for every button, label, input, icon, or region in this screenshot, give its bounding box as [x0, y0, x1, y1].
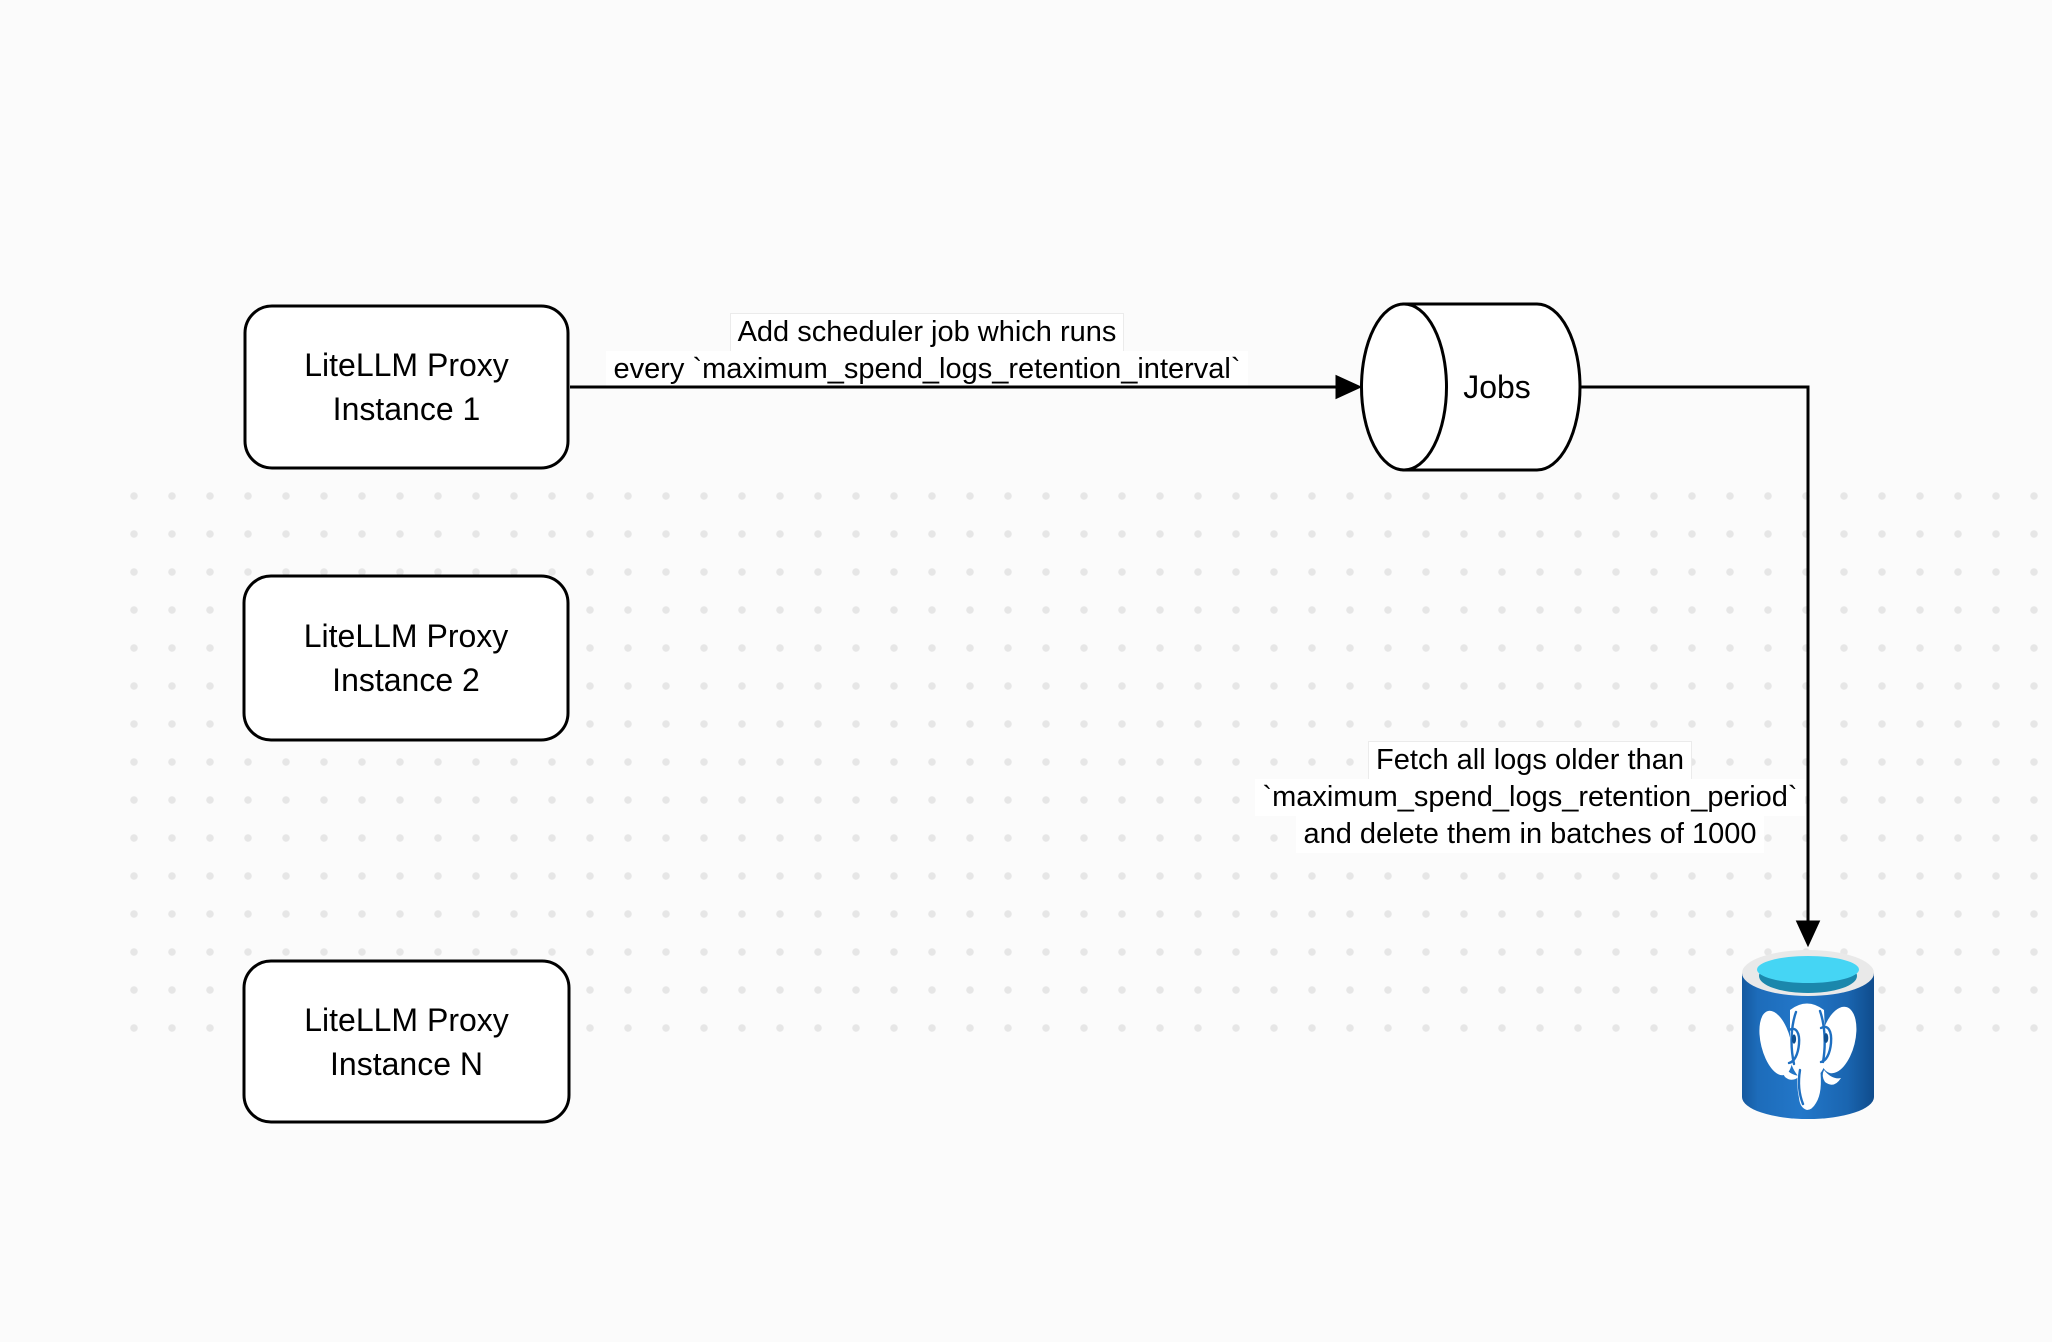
elephant-left-ear	[1759, 1010, 1793, 1076]
node-proxy-instance-1[interactable]	[243, 304, 570, 470]
edge-label-add-scheduler-job: Add scheduler job which runs every `maxi…	[477, 314, 1377, 388]
jobs-cylinder-cap	[1360, 302, 1448, 472]
node-label-line: Instance 2	[332, 662, 480, 698]
arrowhead-down-icon	[1795, 920, 1821, 948]
edge-label-line: `maximum_spend_logs_retention_period`	[1255, 779, 1805, 816]
connector-jobs-to-postgres[interactable]	[1580, 385, 1810, 921]
node-proxy-instance-n[interactable]	[242, 959, 571, 1124]
postgres-opening-surface	[1757, 956, 1859, 983]
edge-label-line: every `maximum_spend_logs_retention_inte…	[606, 351, 1248, 388]
edge-label-line: Add scheduler job which runs	[730, 314, 1124, 351]
node-label-line: LiteLLM Proxy	[304, 1001, 509, 1038]
node-label-line: LiteLLM Proxy	[303, 618, 509, 654]
node-proxy-1-label: LiteLLM Proxy Instance 1	[245, 306, 568, 468]
postgresql-database-icon[interactable]	[1742, 950, 1874, 1119]
elephant-right-ear	[1819, 1006, 1857, 1074]
edge-label-line: Fetch all logs older than	[1369, 742, 1691, 779]
edge-label-fetch-delete-logs: Fetch all logs older than `maximum_spend…	[1230, 742, 1830, 853]
node-label-line: Instance N	[330, 1045, 483, 1082]
elephant-left-eye	[1791, 1034, 1797, 1044]
node-jobs-label: Jobs	[1397, 364, 1597, 410]
node-jobs-queue[interactable]	[1360, 302, 1582, 472]
node-proxy-instance-2[interactable]	[242, 574, 570, 742]
node-label-line: Jobs	[1463, 369, 1531, 405]
elephant-left-tusk	[1782, 1066, 1800, 1080]
jobs-cylinder-body	[1402, 302, 1582, 472]
elephant-right-eye	[1823, 1033, 1829, 1043]
elephant-detail-lines	[1787, 1009, 1833, 1106]
node-proxy-n-label: LiteLLM Proxy Instance N	[244, 961, 569, 1122]
elephant-right-tusk	[1822, 1070, 1841, 1085]
node-proxy-2-label: LiteLLM Proxy Instance 2	[244, 576, 568, 740]
node-label-line: LiteLLM Proxy	[304, 347, 509, 383]
node-label-line: Instance 1	[332, 391, 481, 427]
grid-dots	[115, 477, 2052, 1043]
elephant-head	[1790, 1003, 1826, 1076]
postgres-elephant-icon	[1759, 1003, 1857, 1110]
elephant-trunk	[1797, 1068, 1821, 1110]
arrowhead-right-icon	[1335, 374, 1363, 400]
edge-label-line: and delete them in batches of 1000	[1296, 816, 1764, 853]
